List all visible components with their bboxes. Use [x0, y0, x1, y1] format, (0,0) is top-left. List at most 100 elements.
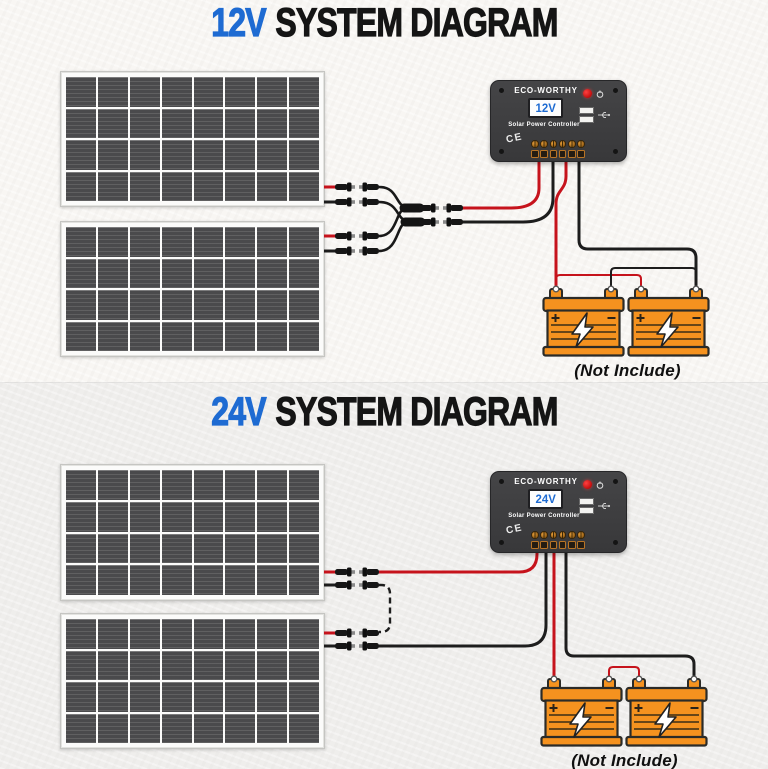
- controller-brand: ECO-WORTHY: [514, 477, 578, 486]
- screw-icon: [613, 540, 618, 545]
- solar-cell: [257, 565, 288, 595]
- solar-cell: [66, 171, 96, 201]
- battery-positive-wire: [554, 156, 568, 290]
- mc4-connector-icon: [335, 197, 379, 207]
- solar-cell: [66, 227, 96, 257]
- solar-cell: [66, 108, 96, 138]
- mc4-connector-icon: [335, 182, 379, 192]
- solar-cell: [225, 682, 256, 712]
- solar-cell: [225, 501, 256, 532]
- controller-subtitle: Solar Power Controller: [508, 513, 580, 519]
- solar-cell: [161, 650, 192, 680]
- solar-cell: [225, 227, 256, 257]
- solar-cell: [97, 258, 128, 288]
- solar-cell: [66, 533, 96, 564]
- solar-cell: [97, 619, 128, 649]
- solar-cell: [225, 108, 256, 138]
- solar-cell: [289, 108, 319, 138]
- solar-cell: [97, 682, 128, 712]
- solar-cell: [66, 470, 96, 500]
- solar-cell: [257, 77, 288, 107]
- solar-cell: [161, 713, 192, 743]
- solar-cell: [129, 650, 160, 680]
- lightning-bolt-icon: [654, 702, 677, 738]
- solar-cell: [161, 565, 192, 595]
- battery-polarity-marks: [634, 704, 699, 712]
- battery-3: [540, 678, 623, 747]
- mc4-connector-icon: [335, 231, 379, 241]
- solar-cell: [129, 227, 160, 257]
- status-led-icon: [583, 89, 592, 98]
- solar-cell: [129, 258, 160, 288]
- controller-subtitle: Solar Power Controller: [508, 122, 580, 128]
- charge-controller-12v: ECO-WORTHY 12V Solar Power Controller CE: [490, 80, 627, 162]
- solar-cell: [257, 258, 288, 288]
- y-branch-connector: [399, 203, 426, 227]
- title-voltage: 12V: [210, 1, 266, 45]
- terminal-holes: [531, 150, 585, 158]
- solar-cell: [225, 77, 256, 107]
- solar-cell: [97, 650, 128, 680]
- solar-cell: [129, 619, 160, 649]
- solar-cell: [193, 77, 224, 107]
- solar-cell: [193, 682, 224, 712]
- solar-cell: [97, 565, 128, 595]
- solar-cell: [97, 108, 128, 138]
- solar-cell: [66, 619, 96, 649]
- battery-negative-wire: [564, 545, 696, 677]
- usb-icon: [598, 503, 611, 509]
- solar-cell: [289, 140, 319, 170]
- solar-cell: [66, 258, 96, 288]
- solar-cell: [66, 565, 96, 595]
- solar-cell: [161, 290, 192, 320]
- solar-cell: [129, 533, 160, 564]
- lightning-bolt-icon: [569, 702, 592, 738]
- screw-icon: [613, 149, 618, 154]
- mc4-connector-icon: [335, 580, 379, 590]
- solar-cell: [225, 171, 256, 201]
- solar-cell: [193, 501, 224, 532]
- usb-ports: [579, 498, 594, 514]
- lightning-bolt-icon: [571, 312, 594, 348]
- solar-cell: [66, 140, 96, 170]
- power-icon: [596, 481, 604, 489]
- solar-cell: [289, 321, 319, 351]
- usb-ports: [579, 107, 594, 123]
- screw-icon: [499, 540, 504, 545]
- usb-icon: [598, 112, 611, 118]
- solar-cell: [289, 501, 319, 532]
- battery-polarity-marks: [551, 314, 616, 322]
- pv-negative-wire: [379, 545, 548, 648]
- solar-cell: [161, 682, 192, 712]
- solar-cell: [66, 321, 96, 351]
- solar-cell: [289, 77, 319, 107]
- pv-positive-wire: [455, 156, 541, 210]
- voltage-display: 12V: [528, 98, 563, 118]
- solar-cell: [66, 650, 96, 680]
- solar-cell: [289, 470, 319, 500]
- solar-cell: [97, 321, 128, 351]
- solar-cell: [257, 501, 288, 532]
- solar-cell: [257, 650, 288, 680]
- solar-cell: [225, 140, 256, 170]
- battery-polarity-marks: [549, 704, 614, 712]
- solar-cell: [97, 501, 128, 532]
- solar-cell: [289, 565, 319, 595]
- solar-cell: [289, 533, 319, 564]
- controller-brand: ECO-WORTHY: [514, 86, 578, 95]
- series-jumper-positive: [608, 666, 640, 677]
- solar-cell: [257, 682, 288, 712]
- not-include-note: (Not Include): [571, 751, 678, 769]
- solar-cell: [225, 713, 256, 743]
- solar-panel-4: [60, 613, 325, 749]
- solar-cell: [225, 565, 256, 595]
- solar-cell: [289, 290, 319, 320]
- pv-positive-pigtail: [324, 185, 337, 238]
- mc4-connector-icon: [335, 567, 379, 577]
- solar-cell: [161, 227, 192, 257]
- solar-cell: [257, 171, 288, 201]
- solar-cell: [129, 470, 160, 500]
- solar-cell: [193, 565, 224, 595]
- ce-mark: CE: [505, 522, 524, 537]
- solar-cell: [193, 321, 224, 351]
